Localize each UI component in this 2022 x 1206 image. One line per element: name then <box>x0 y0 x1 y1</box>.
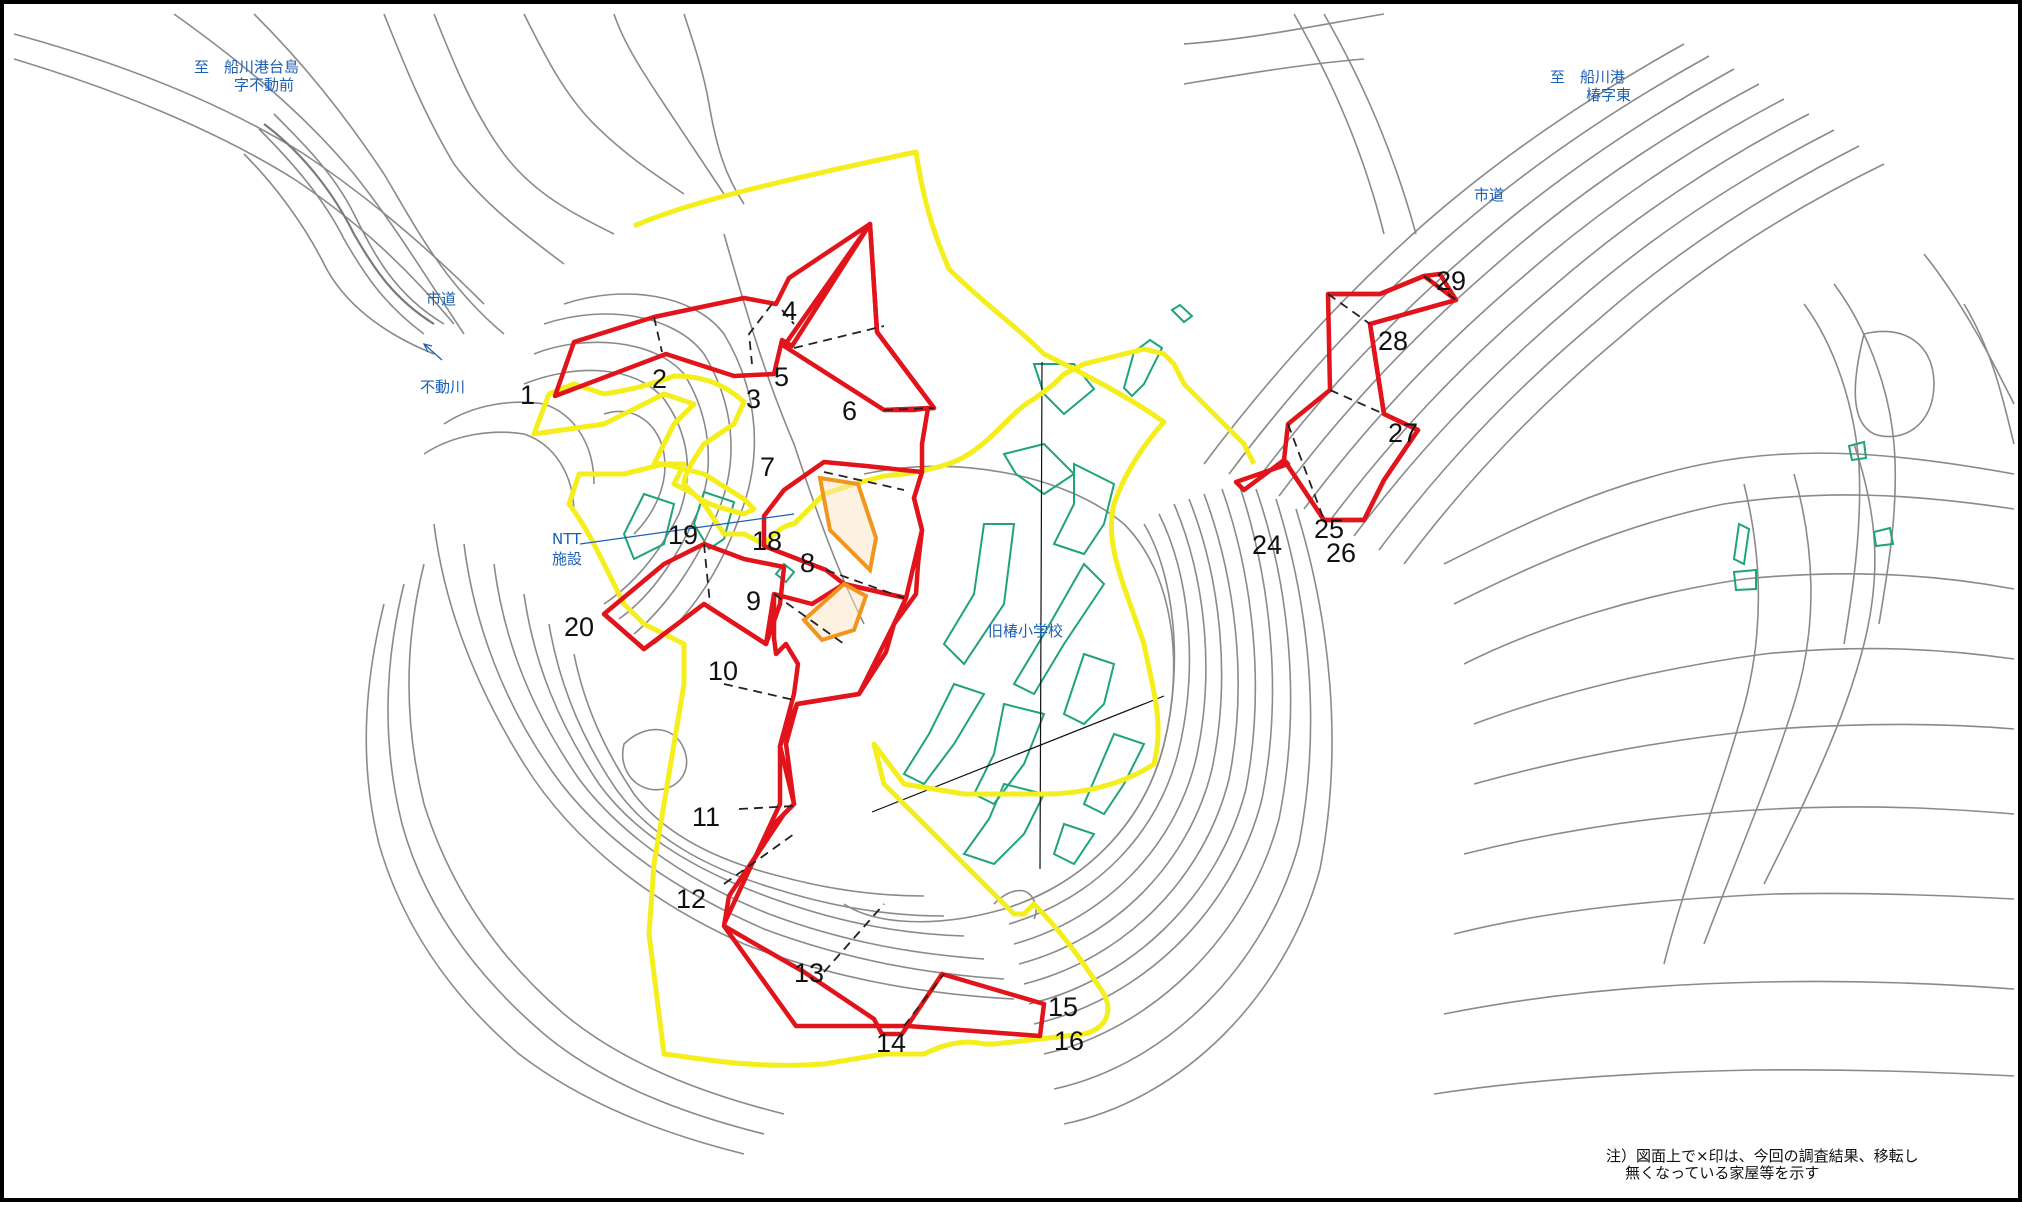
buildings <box>622 303 1895 866</box>
zone-number: 1 <box>520 380 535 410</box>
city-road-right: 市道 <box>1474 186 1504 204</box>
zone-numbers: 1 2 3 4 5 6 7 8 9 10 11 12 13 14 15 16 1… <box>520 266 1466 1058</box>
zone-number: 12 <box>676 884 706 914</box>
zone-number: 13 <box>794 958 824 988</box>
zone-number: 29 <box>1436 266 1466 296</box>
zone-number: 25 <box>1314 514 1344 544</box>
zone-number: 27 <box>1388 418 1418 448</box>
map-note: 注）図面上で×印は、今回の調査結果、移転し 無くなっている家屋等を示す <box>1606 1148 2022 1182</box>
dashed-subdivisions <box>653 275 1457 1027</box>
dest-right-line2: 椿字東 <box>1586 86 1631 104</box>
zone-number: 11 <box>692 802 720 832</box>
zone-number: 9 <box>746 586 761 616</box>
zone-number: 16 <box>1054 1026 1084 1056</box>
boundary-yellow <box>531 149 1257 1068</box>
zone-number: 8 <box>800 548 815 578</box>
zone-number: 18 <box>752 526 782 556</box>
dest-left-line1: 至 船川港台島 <box>194 58 299 76</box>
ntt-line1: NTT <box>552 530 582 548</box>
note-line2: 無くなっている家屋等を示す <box>1625 1164 1820 1182</box>
zone-number: 26 <box>1326 538 1356 568</box>
zone-number: 28 <box>1378 326 1408 356</box>
zone-number: 15 <box>1048 992 1078 1022</box>
zones-orange <box>801 475 879 643</box>
contour-lines <box>13 13 2015 1155</box>
school-axis-lines <box>871 361 1165 870</box>
note-line1: 注）図面上で×印は、今回の調査結果、移転し <box>1606 1147 1919 1165</box>
zone-number: 2 <box>652 364 667 394</box>
city-road-left: 市道 <box>426 290 456 308</box>
zone-number: 24 <box>1252 530 1282 560</box>
zone-number: 4 <box>782 296 797 326</box>
zone-number: 5 <box>774 362 789 392</box>
river-label: 不動川 <box>420 378 465 396</box>
zone-number: 14 <box>876 1028 906 1058</box>
dest-left-line2: 字不動前 <box>234 76 294 94</box>
place-labels: 至 船川港台島 字不動前 至 船川港 椿字東 市道 市道 不動川 NTT 施設 … <box>194 58 1631 640</box>
leader-lines <box>422 343 795 545</box>
zone-number: 10 <box>708 656 738 686</box>
zone-number: 19 <box>668 520 698 550</box>
school-label: 旧椿小学校 <box>988 622 1063 640</box>
topographic-map: 至 船川港台島 字不動前 至 船川港 椿字東 市道 市道 不動川 NTT 施設 … <box>13 13 2015 1155</box>
ntt-line2: 施設 <box>552 550 582 568</box>
zone-number: 3 <box>746 384 761 414</box>
dest-right-line1: 至 船川港 <box>1550 68 1625 86</box>
zone-number: 6 <box>842 396 857 426</box>
zone-number: 7 <box>760 452 775 482</box>
zone-number: 20 <box>564 612 594 642</box>
